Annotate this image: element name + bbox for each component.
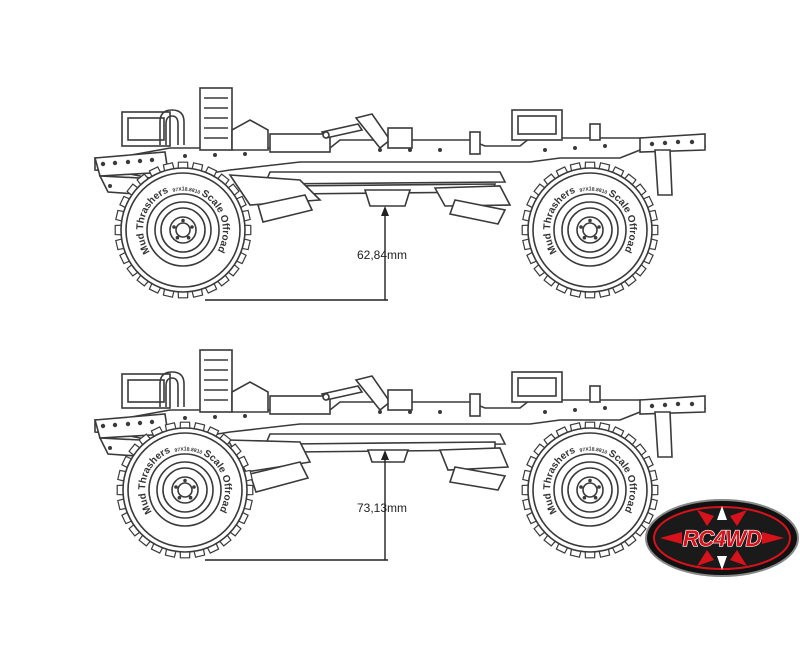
suspension-drawing	[227, 433, 509, 493]
rear-wheel: Mud Thrashers Scale Offroad 97X18.8810	[521, 161, 659, 299]
clearance-dimension: 62,84mm	[205, 206, 407, 301]
tire-size-label: 97X18.8810	[579, 187, 608, 196]
rc4wd-logo: RC4WD	[645, 499, 799, 577]
starburst-graphic	[660, 506, 784, 570]
front-wheel: Mud Thrashers Scale Offroad 97X18.8810	[116, 421, 254, 559]
front-wheel: Mud Thrashers Scale Offroad 97X18.8810	[114, 161, 252, 299]
clearance-label: 62,84mm	[357, 248, 407, 262]
tire-size-label: 97X18.8810	[172, 187, 201, 196]
diagram-lifted: Mud Thrashers Scale Offroad 97X18.8810 M…	[94, 349, 706, 561]
suspension-drawing	[229, 171, 511, 225]
logo-text: RC4WD	[683, 526, 762, 551]
rear-wheel: Mud Thrashers Scale Offroad 97X18.8810	[521, 421, 659, 559]
diagram-stock: Mud Thrashers Scale Offroad 97X18.8810 M…	[94, 87, 706, 301]
tire-size-label: 97X18.8810	[174, 447, 203, 456]
clearance-dimension: 73,13mm	[205, 450, 407, 561]
clearance-label: 73,13mm	[357, 501, 407, 515]
tire-size-label: 97X18.8810	[579, 447, 608, 456]
